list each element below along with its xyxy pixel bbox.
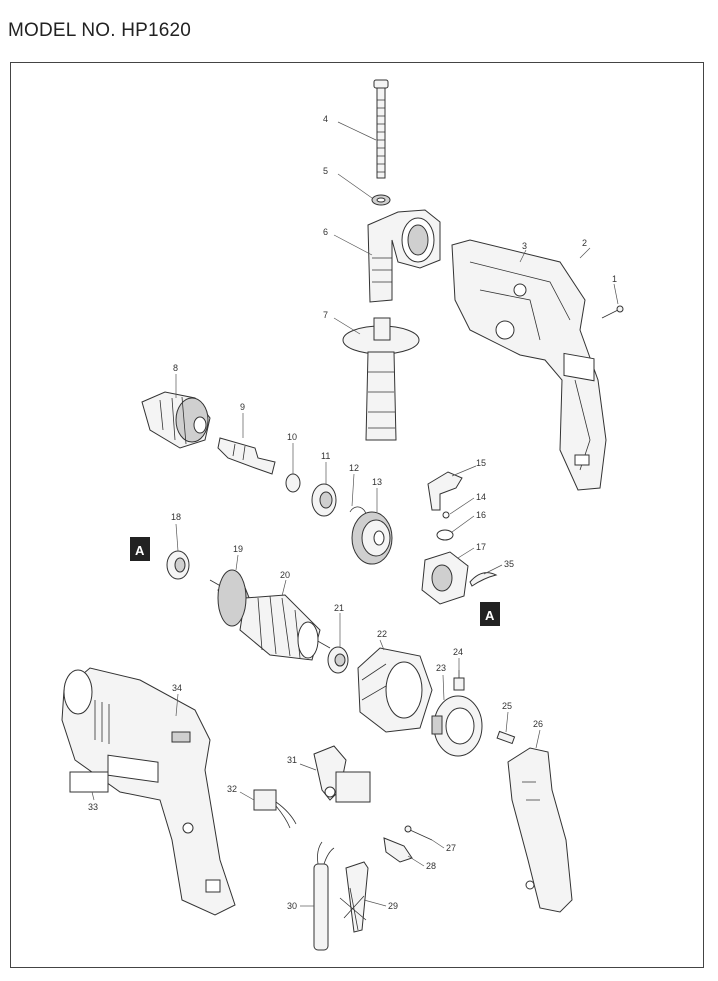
part-number-18: 18 bbox=[171, 512, 181, 522]
part-number-3: 3 bbox=[522, 241, 527, 251]
part-10-ring bbox=[285, 473, 301, 493]
part-number-31: 31 bbox=[287, 755, 297, 765]
part-28-cord-clamp bbox=[383, 837, 413, 863]
part-number-16: 16 bbox=[476, 510, 486, 520]
part-15-lever bbox=[427, 471, 463, 511]
part-32-suppressor bbox=[253, 789, 297, 829]
part-number-15: 15 bbox=[476, 458, 486, 468]
part-8-chuck bbox=[141, 391, 211, 449]
part-number-29: 29 bbox=[388, 901, 398, 911]
part-number-33: 33 bbox=[88, 802, 98, 812]
part-number-1: 1 bbox=[612, 274, 617, 284]
part-23-brush-holder bbox=[431, 695, 483, 757]
part-number-12: 12 bbox=[349, 463, 359, 473]
part-number-20: 20 bbox=[280, 570, 290, 580]
part-number-5: 5 bbox=[323, 166, 328, 176]
part-number-32: 32 bbox=[227, 784, 237, 794]
part-number-24: 24 bbox=[453, 647, 463, 657]
part-number-17: 17 bbox=[476, 542, 486, 552]
callout-a-left: A bbox=[130, 537, 150, 561]
part-number-25: 25 bbox=[502, 701, 512, 711]
part-number-30: 30 bbox=[287, 901, 297, 911]
part-number-7: 7 bbox=[323, 310, 328, 320]
part-number-19: 19 bbox=[233, 544, 243, 554]
part-30-cord bbox=[313, 841, 335, 951]
part-number-34: 34 bbox=[172, 683, 182, 693]
svg-text:A: A bbox=[135, 543, 145, 558]
part-35-crescent bbox=[469, 572, 498, 587]
part-number-9: 9 bbox=[240, 402, 245, 412]
part-number-21: 21 bbox=[334, 603, 344, 613]
part-34-main-housing bbox=[61, 667, 236, 916]
part-19-fan bbox=[217, 569, 247, 627]
part-1-screw bbox=[601, 305, 624, 319]
part-26-grip-cover bbox=[507, 747, 573, 913]
part-number-11: 11 bbox=[321, 451, 330, 461]
part-number-22: 22 bbox=[377, 629, 387, 639]
part-31-switch bbox=[313, 745, 371, 803]
part-16-o-ring bbox=[436, 529, 454, 541]
part-number-10: 10 bbox=[287, 432, 297, 442]
part-21-bearing bbox=[327, 646, 349, 674]
part-17-change-plate bbox=[421, 551, 469, 605]
part-13-gear bbox=[351, 511, 393, 565]
part-number-28: 28 bbox=[426, 861, 436, 871]
part-11-bearing bbox=[311, 483, 337, 517]
diagram-frame bbox=[10, 62, 704, 968]
part-number-27: 27 bbox=[446, 843, 456, 853]
part-25-pin bbox=[496, 730, 516, 745]
part-number-2: 2 bbox=[582, 238, 587, 248]
part-4-bolt bbox=[373, 79, 389, 179]
part-27-screw bbox=[404, 825, 433, 841]
part-18-bearing bbox=[166, 550, 190, 580]
part-number-26: 26 bbox=[533, 719, 543, 729]
part-29-strain-relief bbox=[339, 861, 369, 933]
part-6-grip-clamp bbox=[367, 209, 441, 303]
part-2-label-plate bbox=[563, 352, 595, 382]
part-number-8: 8 bbox=[173, 363, 178, 373]
part-3-housing bbox=[451, 239, 607, 491]
part-number-4: 4 bbox=[323, 114, 328, 124]
part-33-label bbox=[69, 771, 109, 793]
part-number-13: 13 bbox=[372, 477, 382, 487]
part-14-ball bbox=[442, 511, 450, 519]
model-title: MODEL NO. HP1620 bbox=[8, 20, 192, 41]
part-number-labels: 1 2 3 4 5 6 7 8 9 10 11 12 13 14 15 16 1… bbox=[88, 114, 617, 911]
part-24-carbon-brush bbox=[453, 670, 465, 691]
callout-a-right: A bbox=[480, 602, 500, 626]
part-number-23: 23 bbox=[436, 663, 446, 673]
part-number-14: 14 bbox=[476, 492, 486, 502]
part-22-field bbox=[357, 647, 433, 733]
part-7-side-handle bbox=[342, 317, 420, 441]
svg-text:A: A bbox=[485, 608, 495, 623]
part-9-spindle bbox=[217, 437, 276, 475]
leader-lines bbox=[91, 121, 619, 907]
part-number-6: 6 bbox=[323, 227, 328, 237]
part-number-35: 35 bbox=[504, 559, 514, 569]
